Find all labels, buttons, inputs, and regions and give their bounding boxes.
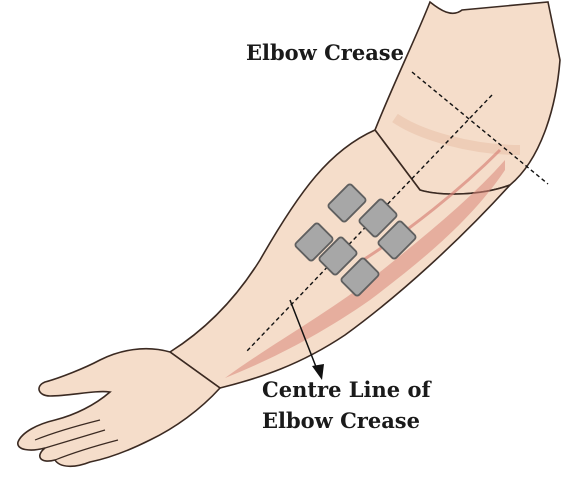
elbow-crease-label: Elbow Crease xyxy=(246,40,404,65)
upper-arm xyxy=(375,2,560,194)
hand xyxy=(18,349,220,467)
centre-line-label-2: Elbow Crease xyxy=(262,408,420,433)
centre-line-label: Centre Line of xyxy=(262,377,431,402)
